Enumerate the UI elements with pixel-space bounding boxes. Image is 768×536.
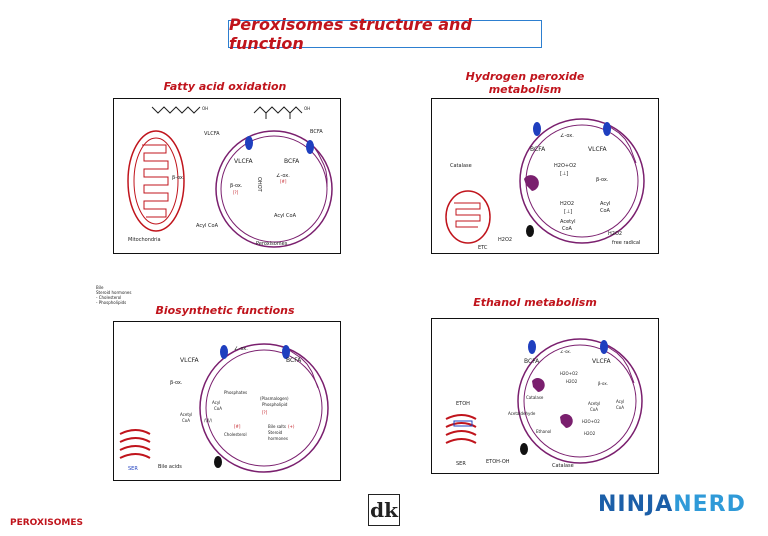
fatty-diagram: OH OH β-ox. Mitochondria VLCFA BCFA VLCF… [127,106,333,248]
fatty-alpha-ox: ∠-ox. [276,173,290,179]
fatty-perox-label: Peroxisomes [256,241,288,247]
ethanol-acetaldehyde: Acetaldehyde [508,411,536,416]
ethanol-h2o-o2: H2O+O2 [560,371,578,376]
hydrogen-acyl: Acyl [600,201,610,207]
hydrogen-beta-ox: β-ox. [596,177,609,183]
bio-zigzag: /\/\/\ [204,418,213,423]
hydrogen-acetyl: Acetyl [560,219,575,225]
bio-mark3: [#] [234,424,241,429]
dk-logo: dk [368,494,400,526]
ethanol-title: Ethanol metabolism [473,296,597,309]
hydrogen-bcfa: BCFA [530,146,546,153]
fatty-beta-ox-mark: [?] [233,190,239,195]
bio-legend: Bile Steroid hormones - Cholesterol - Ph… [96,285,131,305]
hydrogen-vlcfa: VLCFA [588,146,608,153]
fatty-oh2: OH [304,106,310,111]
bio-beta-ox: β-ox. [170,380,183,386]
ethanol-etoh-oh: ETOH-OH [486,459,510,465]
panel-bio: ∠-ox. VLCFA BCFA β-ox. Phosphates (Plasm… [113,321,341,481]
ethanol-ethanol: Ethanol [536,429,551,434]
panel-ethanol: ∠-ox. BCFA VLCFA H2O+O2 H2O2 β-ox. Catal… [431,318,659,474]
bio-mark4: (+) [288,424,295,429]
fatty-vert: OHOT [256,177,262,193]
ethanol-beta-ox: β-ox. [598,381,608,386]
bio-legend-bile: Bile [96,285,104,290]
fatty-alpha-ox-mark: [#] [280,179,287,184]
hydrogen-bracket1: [⊥] [560,171,568,177]
ethanol-catalase-in: Catalase [526,395,544,400]
hydrogen-h2o2-right: H2O2 [608,231,622,237]
hydrogen-title-1: Hydrogen peroxide [465,70,585,83]
bio-acetyl: Acetyl [180,412,192,417]
ethanol-acetyl: Acetyl [588,401,600,406]
bio-bcfa: BCFA [286,357,302,364]
hydrogen-title-2: metabolism [488,83,562,96]
fatty-beta-mito: β-ox. [172,175,185,181]
bio-bile-acids: Bile acids [158,464,182,470]
bio-steroid: Steroid [268,430,283,435]
ethanol-h2o2-small: H2O2 [566,379,578,384]
hydrogen-alpha-ox: ∠-ox. [560,133,574,139]
bio-title: Biosynthetic functions [155,304,295,317]
title-box: Peroxisomes structure and function [228,15,542,53]
bio-alpha-ox: ∠-ox. [234,346,248,352]
bio-legend-phospho: - Phospholipids [96,300,127,305]
nerd-logo-text: NERD [673,492,746,517]
hydrogen-h2o2-bottom: H2O2 [498,237,512,243]
hydrogen-etc: ETC [478,245,488,251]
ethanol-etoh: ETOH [456,401,470,407]
bio-diagram: ∠-ox. VLCFA BCFA β-ox. Phosphates (Plasm… [119,343,329,473]
hydrogen-diagram: ∠-ox. BCFA VLCFA Catalase H2O+O2 [⊥] β-o… [445,118,645,251]
ethanol-alpha-ox: ∠-ox. [560,349,571,354]
bio-mark2: [?] [262,410,268,415]
bio-phosphates: Phosphates [224,390,247,395]
bio-legend-steroid: Steroid hormones [96,290,132,295]
ethanol-acyl: Acyl [616,399,624,404]
bio-plasmalogen: (Plasmalogen) [260,396,289,401]
bio-ser: SER [128,466,138,472]
bio-vlcfa: VLCFA [180,357,200,364]
bio-phospholipid: Phospholipid [262,402,288,407]
hydrogen-acyl-coa: CoA [600,208,611,214]
hydrogen-free-radical: free radical [612,240,640,246]
panel-fatty: OH OH β-ox. Mitochondria VLCFA BCFA VLCF… [113,98,341,254]
bio-acetyl-coa: CoA [182,418,190,423]
hydrogen-catalase: Catalase [450,163,472,169]
fatty-bcfa-top: BCFA [310,129,323,135]
bio-legend-cholesterol: - Cholesterol [96,295,122,300]
fatty-oh1: OH [202,106,208,111]
ninja-logo-text: NINJA [598,492,674,517]
fatty-bcfa: BCFA [284,158,300,165]
ethanol-bcfa: BCFA [524,358,540,365]
ethanol-ser: SER [456,461,466,467]
fatty-acylcoa-right: Acyl CoA [274,213,297,219]
bio-cholesterol: Cholesterol [224,432,247,437]
hydrogen-bracket2: [⊥] [564,209,572,215]
ethanol-coa: CoA [616,405,624,410]
fatty-title: Fatty acid oxidation [163,80,287,93]
hydrogen-h2o-o2: H2O+O2 [554,163,576,169]
bio-bile-salts: Bile salts [268,424,286,429]
ninja-nerd-logo: NINJANERD [598,492,746,517]
ethanol-acetyl-coa: CoA [590,407,598,412]
ethanol-h2o2-b: H2O2 [584,431,596,436]
fatty-vlcfa: VLCFA [234,158,254,165]
ethanol-diagram: ∠-ox. BCFA VLCFA H2O+O2 H2O2 β-ox. Catal… [445,338,643,469]
page-title: Peroxisomes structure and function [229,15,472,53]
panel-hydrogen: ∠-ox. BCFA VLCFA Catalase H2O+O2 [⊥] β-o… [431,98,659,254]
ethanol-h2o-o2-b: H2O+O2 [582,419,600,424]
bio-coa: CoA [214,406,222,411]
ethanol-catalase-bottom: Catalase [552,463,574,469]
footer-label: PEROXISOMES [10,518,84,528]
bio-acyl: Acyl [212,400,220,405]
ethanol-vlcfa: VLCFA [592,358,612,365]
fatty-beta-ox: β-ox. [230,183,243,189]
bio-hormones: hormones [268,436,288,441]
fatty-acylcoa-left: Acyl CoA [196,223,219,229]
fatty-mito-label: Mitochondria [128,237,161,243]
hydrogen-acetyl-coa: CoA [562,226,573,232]
hydrogen-h2o2: H2O2 [560,201,574,207]
fatty-vlcfa-top: VLCFA [204,131,220,137]
